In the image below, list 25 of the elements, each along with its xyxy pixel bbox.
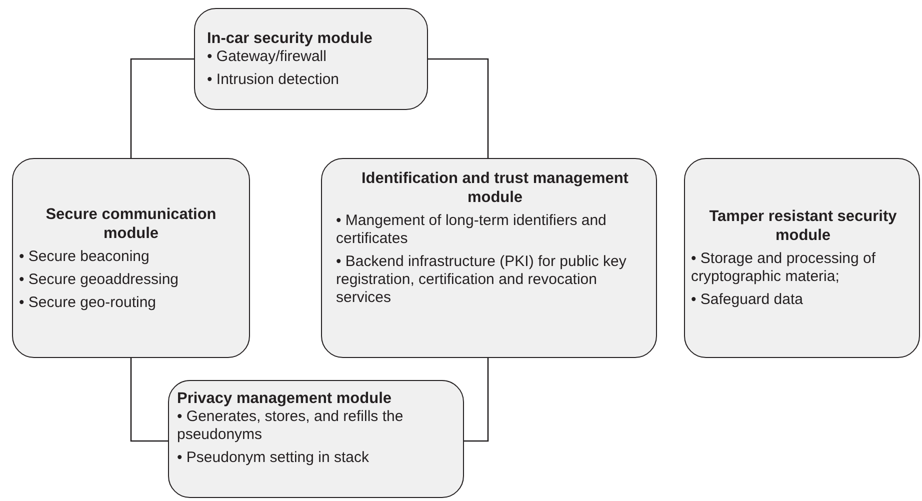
- connector-line: [464, 358, 489, 442]
- bullet-item: • Gateway/firewall: [207, 48, 328, 66]
- bullet-item: • Secure geo-routing: [19, 294, 157, 312]
- module-box: [194, 8, 428, 110]
- module-title: Identification and trust management module: [360, 169, 630, 207]
- connector-line: [130, 358, 168, 442]
- module-box: [12, 158, 250, 358]
- bullet-item: • Safeguard data: [691, 291, 804, 309]
- bullet-item: • Backend infrastructure (PKI) for public key registration, certification and revocation services: [336, 253, 628, 307]
- module-title: In-car security module: [207, 29, 374, 48]
- module-box: [168, 380, 464, 498]
- bullet-item: • Storage and processing of cryptographic materia;: [691, 250, 877, 286]
- module-title: Privacy management module: [177, 389, 392, 408]
- bullet-item: • Secure beaconing: [19, 248, 150, 266]
- module-box: [684, 158, 920, 358]
- bullet-item: • Intrusion detection: [207, 71, 340, 89]
- bullet-item: • Mangement of long-term identifiers and certificates: [336, 212, 608, 248]
- connector-line: [130, 58, 194, 158]
- module-title: Tamper resistant security module: [708, 207, 898, 245]
- bullet-item: • Pseudonym setting in stack: [177, 449, 370, 467]
- bullet-item: • Generates, stores, and refills the pseudonyms: [177, 408, 404, 444]
- connector-line: [428, 58, 489, 158]
- module-title: Secure communication module: [44, 204, 218, 242]
- module-box: [321, 158, 657, 358]
- bullet-item: • Secure geoaddressing: [19, 270, 180, 288]
